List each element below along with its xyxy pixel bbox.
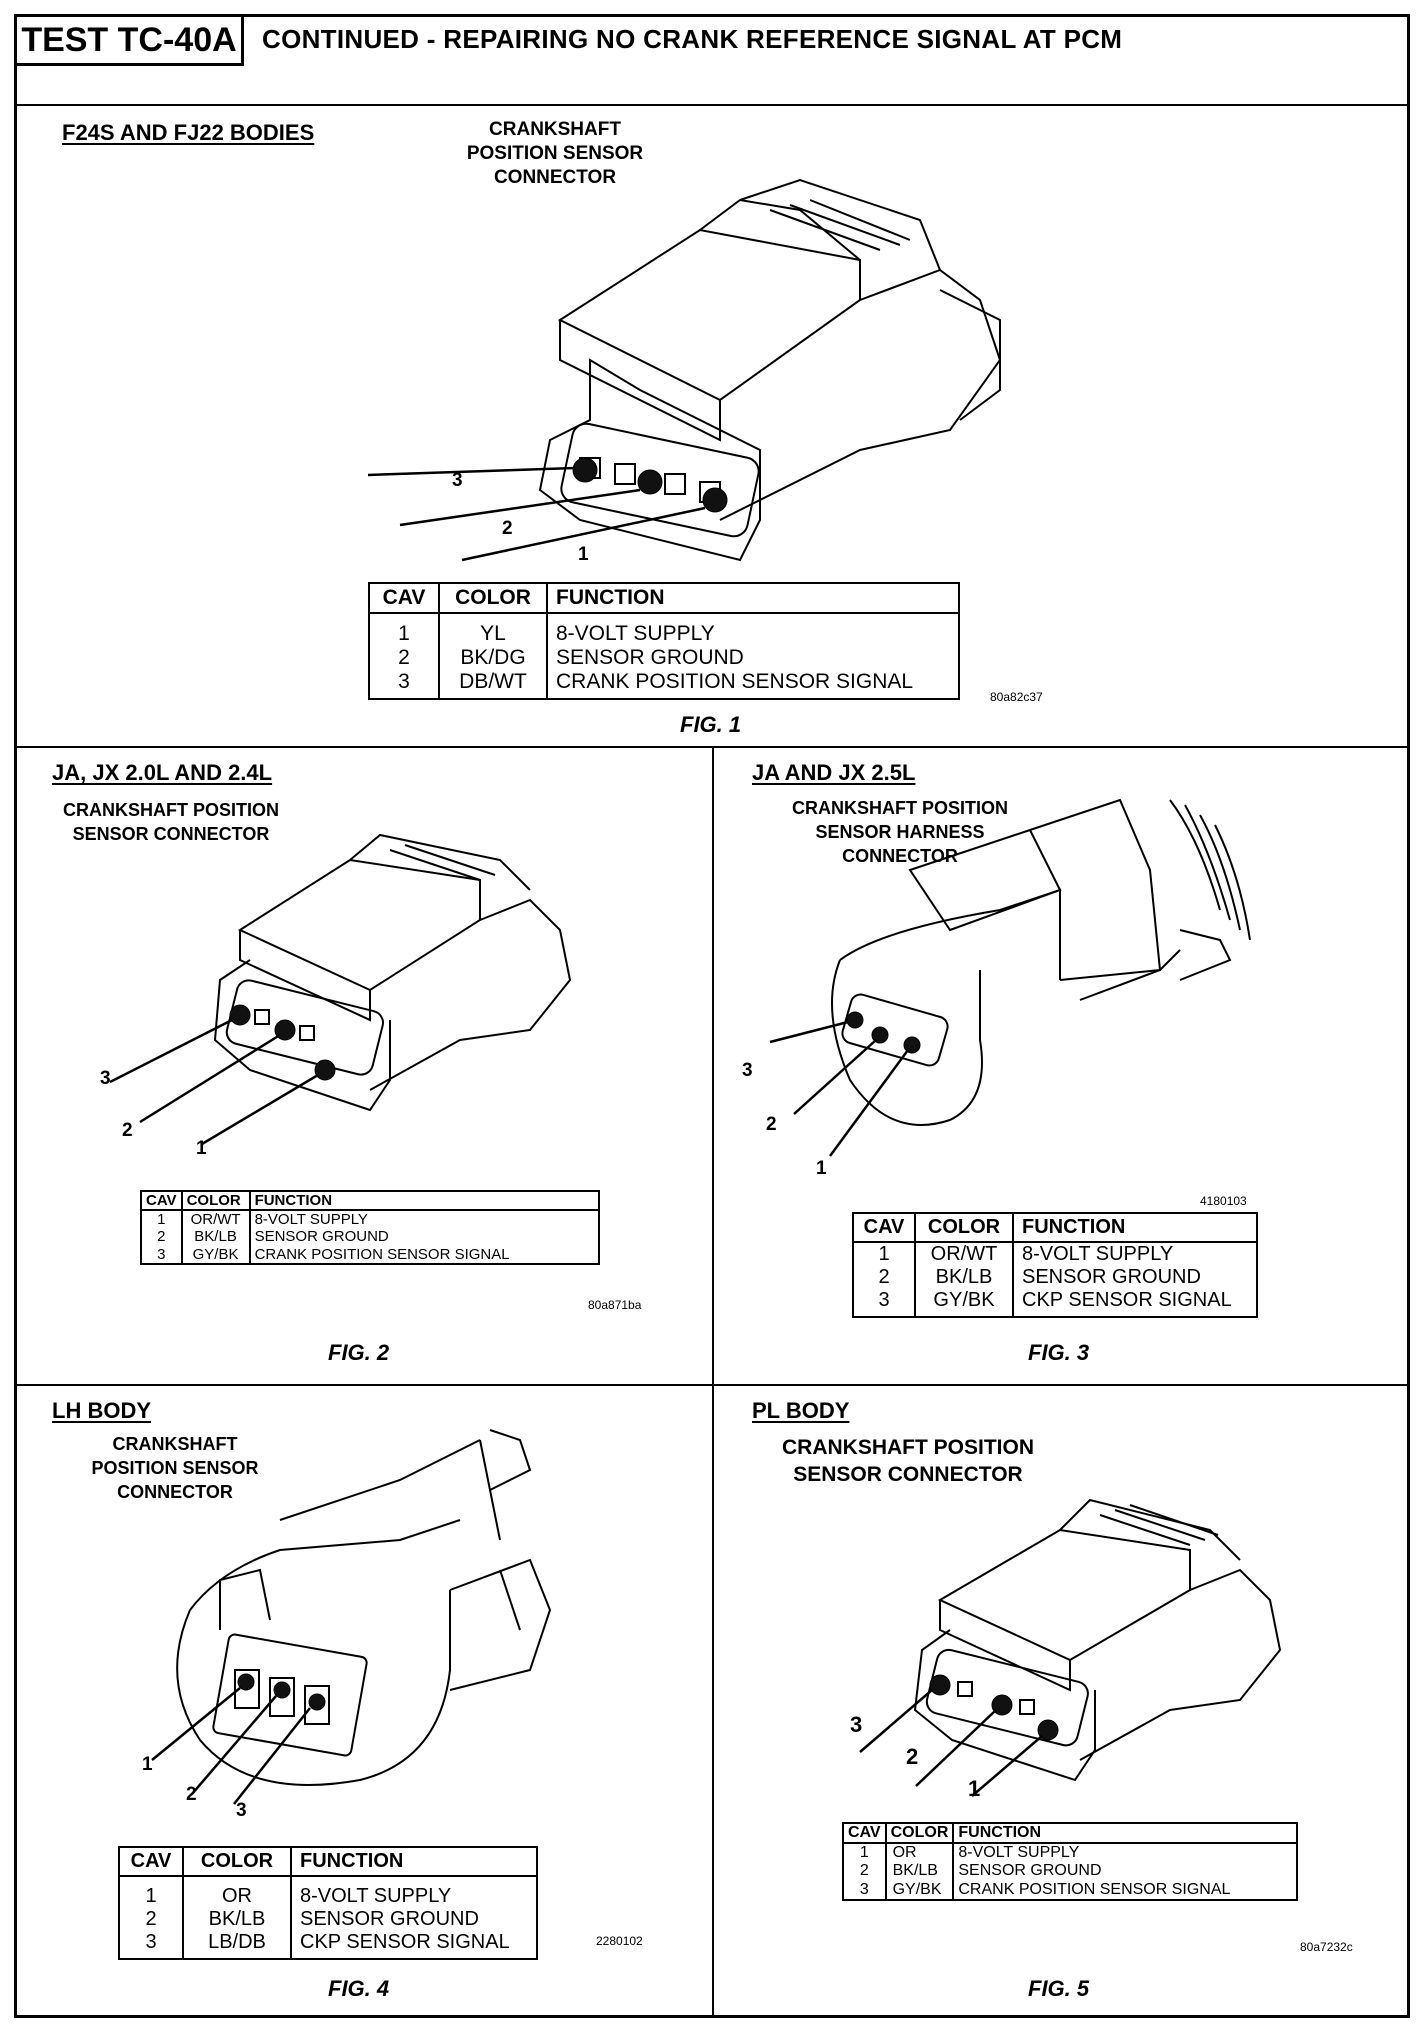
table-row: 1 OR 8-VOLT SUPPLY: [842, 1843, 1298, 1863]
figure-label: FIG. 3: [1028, 1340, 1090, 1365]
figure-code: 2280102: [596, 1934, 643, 1948]
column-divider: [712, 746, 714, 2018]
table-row: 3 LB/DB CKP SENSOR SIGNAL: [118, 1931, 538, 1959]
figure-label: FIG. 2: [328, 1340, 390, 1365]
cavity-table: CAV COLOR FUNCTION 1 OR/WT 8-VOLT SUPPLY…: [140, 1190, 601, 1265]
section-heading: JA, JX 2.0L AND 2.4L: [52, 760, 273, 785]
table-header-row: CAV COLOR FUNCTION: [842, 1822, 1298, 1844]
test-id: TEST TC-40A: [21, 21, 237, 59]
section-heading: JA AND JX 2.5L: [752, 760, 916, 785]
pin-number: 2: [122, 1120, 133, 1141]
pin-number: 3: [236, 1800, 247, 1821]
table-header-row: CAV COLOR FUNCTION: [118, 1846, 538, 1877]
connector-drawing: [769, 798, 1251, 1157]
connector-drawing: [859, 1498, 1282, 1797]
pin-number: 1: [196, 1138, 207, 1159]
pin-number: 2: [906, 1744, 919, 1769]
table-row: 3 GY/BK CRANK POSITION SENSOR SIGNAL: [140, 1245, 601, 1264]
table-header-row: CAV COLOR FUNCTION: [140, 1190, 601, 1211]
figure-code: 4180103: [1200, 1194, 1247, 1208]
cavity-table: CAV COLOR FUNCTION 1 YL 8-VOLT SUPPLY 2 …: [368, 582, 960, 701]
table-row: 2 BK/LB SENSOR GROUND: [140, 1228, 601, 1246]
section-heading: F24S AND FJ22 BODIES: [62, 120, 315, 145]
section-heading: LH BODY: [52, 1398, 151, 1423]
figure-label: FIG. 1: [680, 712, 742, 737]
table-row: 3 DB/WT CRANK POSITION SENSOR SIGNAL: [368, 670, 960, 700]
table-row: 3 GY/BK CRANK POSITION SENSOR SIGNAL: [842, 1880, 1298, 1901]
cavity-table: CAV COLOR FUNCTION 1 OR/WT 8-VOLT SUPPLY…: [852, 1212, 1258, 1318]
figure-code: 80a82c37: [990, 690, 1043, 704]
pin-number: 2: [766, 1114, 777, 1135]
cavity-table: CAV COLOR FUNCTION 1 OR 8-VOLT SUPPLY 2 …: [842, 1822, 1298, 1902]
pin-number: 1: [968, 1776, 981, 1801]
test-id-box: TEST TC-40A: [14, 14, 244, 66]
table-header-row: CAV COLOR FUNCTION: [852, 1212, 1258, 1243]
table-row: 1 YL 8-VOLT SUPPLY: [368, 613, 960, 647]
pin-number: 3: [100, 1068, 111, 1089]
connector-label: CRANKSHAFT POSITION SENSOR CONNECTOR: [63, 800, 279, 844]
connector-label: CRANKSHAFT POSITION SENSOR CONNECTOR: [466, 119, 644, 188]
table-row: 1 OR 8-VOLT SUPPLY: [118, 1876, 538, 1908]
figure-label: FIG. 5: [1028, 1976, 1090, 2001]
table-row: 2 BK/LB SENSOR GROUND: [852, 1266, 1258, 1289]
figure-code: 80a871ba: [588, 1298, 642, 1312]
connector-label: CRANKSHAFT POSITION SENSOR CONNECTOR: [782, 1436, 1034, 1486]
section-heading: PL BODY: [752, 1398, 850, 1423]
table-row: 3 GY/BK CKP SENSOR SIGNAL: [852, 1289, 1258, 1317]
connector-drawing: [151, 1429, 552, 1805]
pin-number: 1: [816, 1158, 827, 1179]
header-divider: [14, 104, 1410, 106]
figure-label: FIG. 4: [328, 1976, 390, 2001]
connector-label: CRANKSHAFT POSITION SENSOR CONNECTOR: [91, 1434, 259, 1502]
cavity-table: CAV COLOR FUNCTION 1 OR 8-VOLT SUPPLY 2 …: [118, 1846, 538, 1960]
pin-number: 3: [452, 470, 463, 491]
pin-number: 1: [142, 1754, 153, 1775]
table-row: 1 OR/WT 8-VOLT SUPPLY: [140, 1210, 601, 1229]
pin-number: 2: [502, 518, 513, 539]
pin-number: 2: [186, 1784, 197, 1805]
table-row: 2 BK/LB SENSOR GROUND: [842, 1862, 1298, 1881]
connector-drawing: [367, 178, 1002, 562]
pin-number: 3: [850, 1712, 863, 1737]
figure-code: 80a7232c: [1300, 1940, 1353, 1954]
pin-number: 3: [742, 1060, 753, 1081]
page-title: CONTINUED - REPAIRING NO CRANK REFERENCE…: [262, 24, 1123, 54]
connector-label: CRANKSHAFT POSITION SENSOR HARNESS CONNE…: [792, 798, 1008, 866]
table-row: 2 BK/DG SENSOR GROUND: [368, 646, 960, 671]
table-row: 2 BK/LB SENSOR GROUND: [118, 1908, 538, 1931]
table-header-row: CAV COLOR FUNCTION: [368, 582, 960, 614]
table-row: 1 OR/WT 8-VOLT SUPPLY: [852, 1242, 1258, 1266]
pin-number: 1: [578, 544, 589, 565]
connector-drawing: [109, 833, 572, 1146]
